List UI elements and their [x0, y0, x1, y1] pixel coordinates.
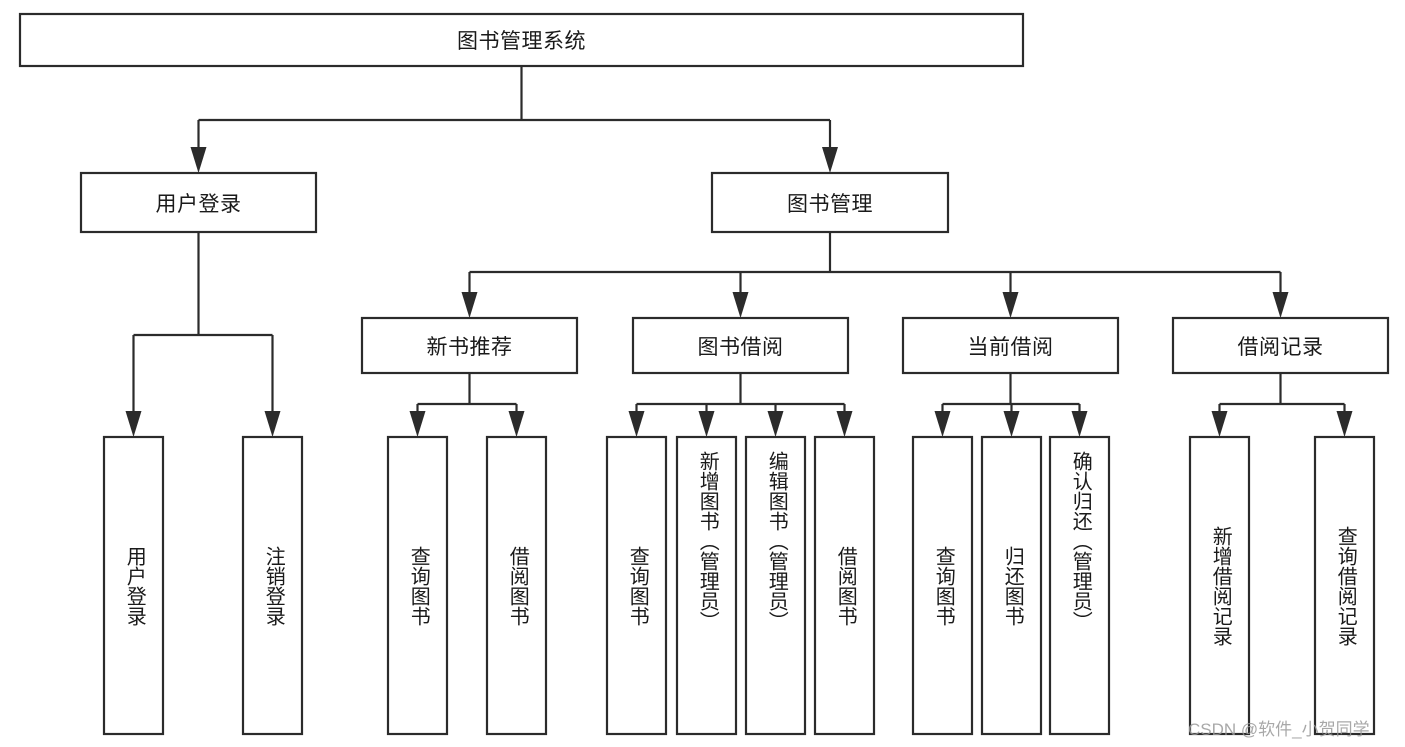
arrow-root-0 — [190, 147, 207, 173]
node-box-book-manage[interactable] — [710, 171, 950, 234]
arrow-current-borrow-2 — [1071, 411, 1088, 437]
node-box-leaf-add-record[interactable] — [1188, 435, 1251, 736]
node-box-leaf-logout[interactable] — [241, 435, 304, 736]
box-layer — [18, 12, 1390, 736]
node-box-leaf-query-book-2[interactable] — [605, 435, 668, 736]
connector-layer — [125, 66, 1353, 437]
node-box-leaf-edit-book[interactable] — [744, 435, 807, 736]
arrow-book-borrow-2 — [767, 411, 784, 437]
node-box-leaf-confirm-return[interactable] — [1048, 435, 1111, 736]
node-box-new-book-recommend[interactable] — [360, 316, 579, 375]
node-box-root[interactable] — [18, 12, 1025, 68]
arrow-book-manage-1 — [732, 292, 749, 318]
node-box-user-login[interactable] — [79, 171, 318, 234]
node-box-leaf-user-login[interactable] — [102, 435, 165, 736]
node-box-leaf-return-book[interactable] — [980, 435, 1043, 736]
arrow-current-borrow-1 — [1003, 411, 1020, 437]
node-box-current-borrow[interactable] — [901, 316, 1120, 375]
node-box-leaf-borrow-book-1[interactable] — [485, 435, 548, 736]
arrow-book-manage-0 — [461, 292, 478, 318]
node-box-leaf-query-record[interactable] — [1313, 435, 1376, 736]
arrow-borrow-record-0 — [1211, 411, 1228, 437]
csdn-watermark: CSDN @软件_小贺同学 — [1188, 720, 1370, 739]
arrow-user-login-0 — [125, 411, 142, 437]
node-box-leaf-add-book[interactable] — [675, 435, 738, 736]
arrow-book-borrow-1 — [698, 411, 715, 437]
arrow-book-manage-2 — [1002, 292, 1019, 318]
node-box-borrow-record[interactable] — [1171, 316, 1390, 375]
arrow-book-borrow-0 — [628, 411, 645, 437]
arrow-root-1 — [822, 147, 838, 173]
node-box-book-borrow[interactable] — [631, 316, 850, 375]
arrow-book-manage-3 — [1272, 292, 1289, 318]
node-box-leaf-query-book-1[interactable] — [386, 435, 449, 736]
arrow-user-login-1 — [264, 411, 281, 437]
arrow-new-book-recommend-0 — [409, 411, 426, 437]
node-box-leaf-query-book-3[interactable] — [911, 435, 974, 736]
arrow-borrow-record-1 — [1336, 411, 1353, 437]
node-box-leaf-borrow-book-2[interactable] — [813, 435, 876, 736]
arrow-new-book-recommend-1 — [508, 411, 525, 437]
arrow-book-borrow-3 — [836, 411, 853, 437]
arrow-current-borrow-0 — [934, 411, 951, 437]
